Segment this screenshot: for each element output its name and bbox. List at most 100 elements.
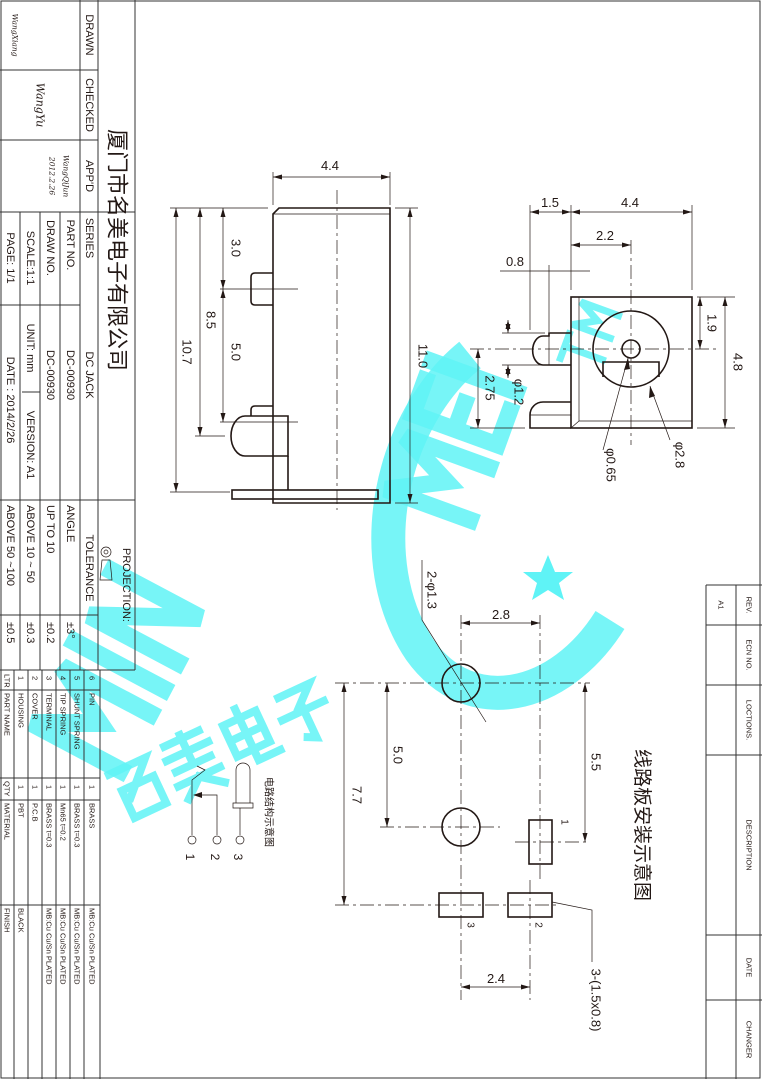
tolerance-range: UP TO 10 <box>44 505 56 553</box>
side-d4-dim: 10.7 <box>180 339 195 364</box>
pcb-footprint: 2.8 5.0 7.7 5.5 2.4 2-φ1.3 3-(1.5x0.8) 1… <box>335 560 653 1031</box>
front-width-dim: 4.4 <box>621 195 639 210</box>
watermark-mei <box>382 350 528 531</box>
bom-cell: 5 <box>73 676 82 680</box>
approved-signature: WangQiJun <box>62 155 71 198</box>
company-name: 厦门市名美电子有限公司 <box>104 129 129 371</box>
bom-cell: BRASS t=0.3 <box>73 803 82 847</box>
bom-cell: BLACK <box>17 908 26 933</box>
date: DATE : 2014/2/26 <box>4 357 16 444</box>
scale: SCALE:1:1 <box>24 231 36 285</box>
tolerance-value: ±0.3 <box>24 622 36 643</box>
watermark-logo <box>27 298 625 824</box>
dimension-arrow <box>407 494 413 503</box>
side-d3-dim: 8.5 <box>204 311 219 329</box>
projection-label: PROJECTION: <box>120 548 132 622</box>
bom-header: LTR <box>3 674 12 688</box>
checked-signature: WangYu <box>34 83 47 127</box>
pin-diameter-dim: φ1.2 <box>512 379 527 406</box>
side-height-dim: 11.0 <box>416 344 431 368</box>
dimension-arrow <box>562 209 571 215</box>
dimension-arrow <box>220 208 226 217</box>
dimension-arrow <box>530 209 539 215</box>
front-d2-dim: 2.2 <box>596 228 614 243</box>
pad-label: 1 <box>559 819 570 825</box>
pad-label: 2 <box>533 922 544 928</box>
bom-cell: MB:Cu Cu/Sn PLATED <box>59 908 68 985</box>
approved-date: 2012.2.26 <box>48 156 57 195</box>
bom-header: MATERIAL <box>3 803 12 840</box>
hole-spec: 2-φ1.3 <box>425 571 440 609</box>
bom-cell: 1 <box>73 785 82 789</box>
dimension-arrow <box>582 833 588 842</box>
dimension-arrow <box>582 683 588 692</box>
pad-spec: 3-(1.5x0.8) <box>589 969 604 1032</box>
bom-header: FINISH <box>3 908 12 933</box>
dimension-arrow <box>173 483 179 492</box>
front-view: 1.5 4.4 2.2 0.8 1.9 4.8 2.75 φ1.2 φ0.65 … <box>470 195 746 482</box>
revision-header: ECN NO. <box>745 639 754 670</box>
dimension-arrow <box>407 208 413 217</box>
part-no-label: PART NO. <box>64 220 76 271</box>
watermark-arc <box>371 341 625 710</box>
dimension-arrow <box>220 289 226 298</box>
dimension-arrow <box>722 419 728 428</box>
dimension-arrow <box>220 413 226 422</box>
bom-cell: BRASS t=0.3 <box>45 803 54 847</box>
bom-cell: TERMINAL <box>45 693 54 731</box>
tolerance-value: ±0.2 <box>44 622 56 643</box>
series-value: DC JACK <box>83 351 95 399</box>
fp-77-dim: 7.7 <box>350 786 365 804</box>
bom-cell: 1 <box>45 785 54 789</box>
bom-cell: P.C.B <box>31 803 40 822</box>
tolerance-label: TOLERANCE <box>83 534 95 601</box>
dimension-arrow <box>475 419 481 428</box>
dimension-arrow <box>384 683 390 692</box>
footprint-title: 线路板安装示意图 <box>631 749 653 901</box>
version: VERSION: A1 <box>24 411 36 479</box>
bom-cell: HOUSING <box>17 693 26 728</box>
fp-28-dim: 2.8 <box>492 607 510 622</box>
part-no-value: DC-00930 <box>64 350 76 400</box>
bom-cell: MB:Cu Cu/Sn PLATED <box>88 908 97 985</box>
watermark-cn <box>103 675 330 824</box>
fp-50-dim: 5.0 <box>391 746 406 764</box>
bom-cell: 1 <box>88 785 97 789</box>
dimension-arrow <box>521 984 530 990</box>
front-d5-dim: 2.75 <box>483 375 498 400</box>
drawn-label: DRAWN <box>83 14 95 55</box>
checked-label: CHECKED <box>83 78 95 132</box>
bom-cell: 4 <box>59 676 68 680</box>
bom-cell: SHUNT SPRING <box>73 693 82 750</box>
revision-header: REV. <box>745 597 754 614</box>
bom-cell: Mn65 t=0.2 <box>59 803 68 841</box>
dimension-arrow <box>173 208 179 217</box>
front-d1-dim: 1.5 <box>541 195 559 210</box>
side-width-dim: 4.4 <box>321 158 339 173</box>
dimension-arrow <box>461 620 470 626</box>
revision-header: LOCTIONS. <box>745 700 754 740</box>
dimension-arrow <box>197 208 203 217</box>
dimension-arrow <box>220 280 226 289</box>
tolerance-value: ±0.5 <box>4 622 16 643</box>
revision-value: A1 <box>717 600 726 609</box>
draw-no-value: DC-00930 <box>44 350 56 400</box>
tolerance-range: ANGLE <box>64 505 76 542</box>
dimension-arrow <box>475 349 481 358</box>
tolerance-value: ±3° <box>64 622 76 639</box>
side-d2-dim: 5.0 <box>229 343 244 361</box>
tolerance-range: ABOVE 50 ~100 <box>4 505 16 586</box>
drawn-signature: WangXiang <box>11 13 20 56</box>
dimension-arrow <box>197 427 203 436</box>
bom-cell: 1 <box>17 785 26 789</box>
bom-cell: BRASS <box>88 803 97 828</box>
draw-no-label: DRAW NO. <box>44 220 56 276</box>
front-d4-dim: 1.9 <box>705 314 720 332</box>
schematic-title: 电路结构示意图 <box>263 777 276 847</box>
page-number: PAGE: 1/1 <box>4 232 16 283</box>
dimension-arrow <box>461 984 470 990</box>
revision-header: DESCRIPTION <box>745 819 754 870</box>
